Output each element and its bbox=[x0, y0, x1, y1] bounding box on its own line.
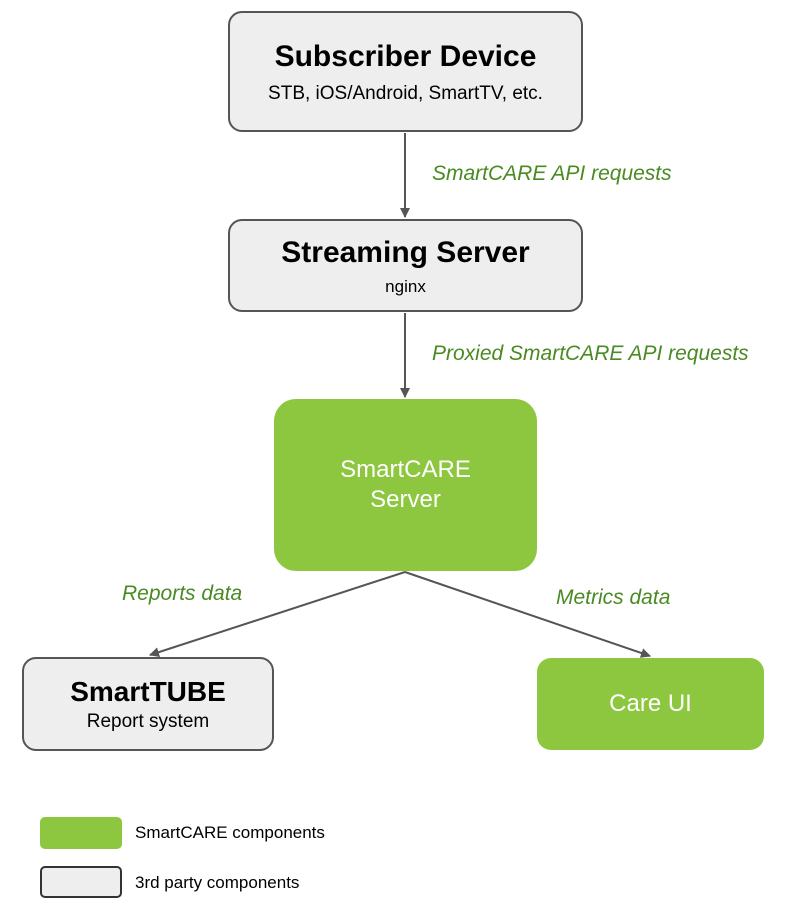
streaming-server-node: Streaming Server nginx bbox=[228, 219, 583, 312]
legend-smartcare-label: SmartCARE components bbox=[135, 823, 325, 842]
care-ui-title: Care UI bbox=[609, 690, 692, 717]
smarttube-subtitle: Report system bbox=[86, 711, 210, 732]
arrow-smartcare-to-smarttube bbox=[149, 571, 406, 657]
smartcare-server-line2: Server bbox=[370, 486, 441, 513]
smartcare-server-node: SmartCARE Server bbox=[274, 399, 537, 571]
edge-label-api-requests: SmartCARE API requests bbox=[432, 162, 672, 185]
legend-third-party-label: 3rd party components bbox=[135, 873, 300, 892]
streaming-server-subtitle: nginx bbox=[385, 276, 426, 296]
subscriber-device-subtitle: STB, iOS/Android, SmartTV, etc. bbox=[268, 82, 543, 104]
legend-smartcare-swatch bbox=[40, 817, 122, 849]
smarttube-node: SmartTUBE Report system bbox=[22, 657, 274, 751]
smartcare-server-line1: SmartCARE bbox=[340, 456, 471, 483]
care-ui-node: Care UI bbox=[537, 658, 764, 750]
legend-third-party-swatch bbox=[40, 866, 122, 898]
subscriber-device-title: Subscriber Device bbox=[274, 39, 537, 73]
arrow-smartcare-to-careui bbox=[404, 571, 651, 658]
smarttube-title: SmartTUBE bbox=[70, 676, 226, 707]
edge-label-reports-data: Reports data bbox=[122, 582, 243, 605]
subscriber-device-node: Subscriber Device STB, iOS/Android, Smar… bbox=[228, 11, 583, 132]
streaming-server-title: Streaming Server bbox=[281, 235, 530, 269]
edge-label-proxied-requests: Proxied SmartCARE API requests bbox=[432, 342, 749, 365]
edge-label-metrics-data: Metrics data bbox=[556, 586, 671, 609]
